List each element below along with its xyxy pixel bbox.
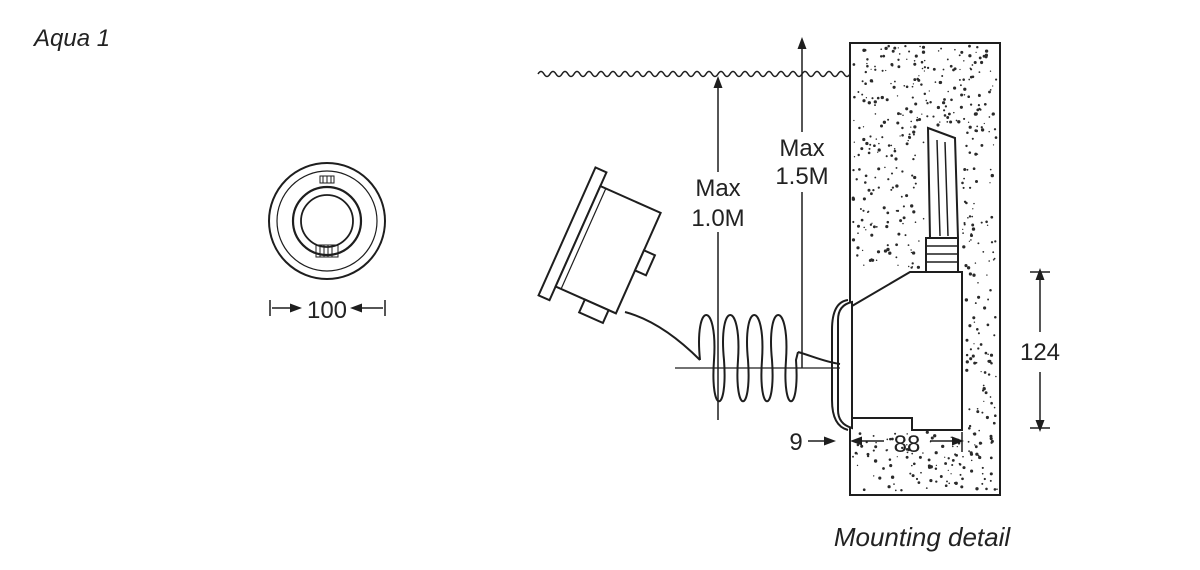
concrete-texture bbox=[851, 44, 998, 492]
diameter-label: 100 bbox=[307, 297, 347, 324]
bezel-label: 9 bbox=[789, 429, 802, 456]
depth-1m-label-line2: 1.0M bbox=[691, 205, 744, 232]
height-label: 124 bbox=[1020, 339, 1060, 366]
depth-1m-dimension bbox=[675, 76, 840, 420]
mounted-light-bezel bbox=[831, 299, 853, 431]
height-dimension bbox=[1030, 268, 1050, 432]
body-depth-label: 88 bbox=[894, 431, 921, 458]
diameter-dimension bbox=[269, 300, 386, 316]
cable-coil bbox=[698, 314, 799, 403]
water-surface-line bbox=[537, 70, 851, 78]
bezel-dimension bbox=[808, 430, 851, 456]
recess-housing bbox=[851, 126, 963, 431]
lifted-fixture bbox=[537, 166, 662, 325]
depth-1-5m-label-line1: Max bbox=[779, 135, 824, 162]
diagram-caption: Mounting detail bbox=[834, 522, 1012, 552]
cable-lead-out bbox=[797, 351, 841, 365]
body-depth-dimension bbox=[850, 432, 964, 452]
front-view-fixture bbox=[268, 162, 386, 280]
depth-1m-label-line1: Max bbox=[695, 175, 740, 202]
diagram-title: Aqua 1 bbox=[32, 25, 110, 52]
depth-1-5m-label-line2: 1.5M bbox=[775, 163, 828, 190]
cable-lead-in bbox=[624, 311, 701, 361]
